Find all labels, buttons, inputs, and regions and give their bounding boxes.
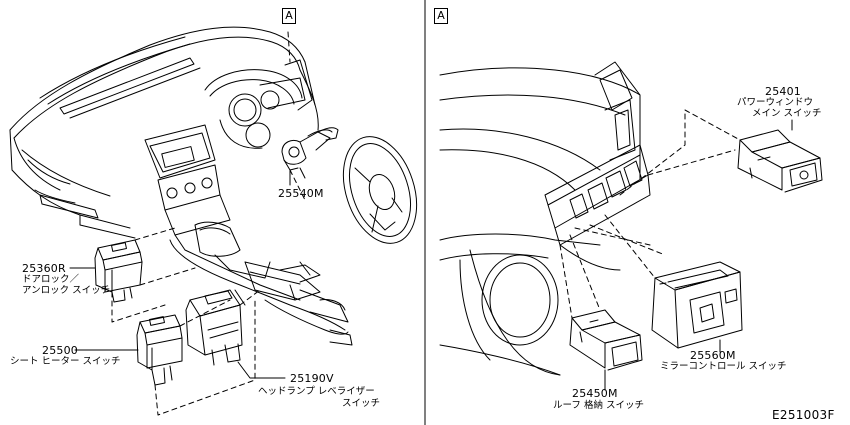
part-number-25190v: 25190V bbox=[290, 372, 334, 385]
door-trim-illustration bbox=[439, 61, 651, 376]
figure-code: E251003F bbox=[772, 408, 835, 422]
dashboard-illustration bbox=[9, 26, 353, 346]
headlamp-leveler-switch-illustration bbox=[185, 289, 243, 366]
steering-wheel-illustration bbox=[342, 136, 418, 244]
view-marker-left: A bbox=[282, 8, 296, 24]
part-desc-25401-line1: パワーウィンドウ bbox=[737, 97, 814, 108]
part-desc-25360r-line1: ドアロック／ bbox=[22, 274, 80, 285]
roof-fold-switch-illustration bbox=[569, 309, 643, 371]
door-lock-switch-illustration bbox=[94, 239, 143, 303]
part-number-25540m: 25540M bbox=[278, 187, 324, 200]
right-leader-lines bbox=[559, 109, 741, 319]
part-desc-25190v-line2: スイッチ bbox=[342, 398, 381, 409]
right-label-leaders bbox=[604, 119, 793, 391]
left-leader-lines bbox=[111, 31, 306, 416]
mirror-control-switch-illustration bbox=[651, 261, 743, 349]
part-desc-25560m-line1: ミラーコントロール スイッチ bbox=[660, 361, 787, 372]
part-desc-25450m-line1: ルーフ 格納 スイッチ bbox=[553, 400, 644, 411]
part-desc-25360r-line2: アンロック スイッチ bbox=[22, 285, 111, 296]
left-label-leaders bbox=[69, 169, 291, 379]
part-number-25450m: 25450M bbox=[572, 387, 618, 400]
part-number-25560m: 25560M bbox=[690, 349, 736, 362]
part-number-25401: 25401 bbox=[765, 85, 801, 98]
power-window-switch-illustration bbox=[737, 129, 823, 193]
part-desc-25190v-line1: ヘッドランプ レベライザー bbox=[258, 386, 375, 397]
view-marker-right: A bbox=[434, 8, 448, 24]
part-number-25360r: 25360R bbox=[22, 262, 66, 275]
part-desc-25401-line2: メイン スイッチ bbox=[752, 108, 822, 119]
seat-heater-switch-illustration bbox=[136, 314, 183, 386]
part-number-25500: 25500 bbox=[42, 344, 78, 357]
part-desc-25500-line1: シート ヒーター スイッチ bbox=[10, 356, 121, 367]
